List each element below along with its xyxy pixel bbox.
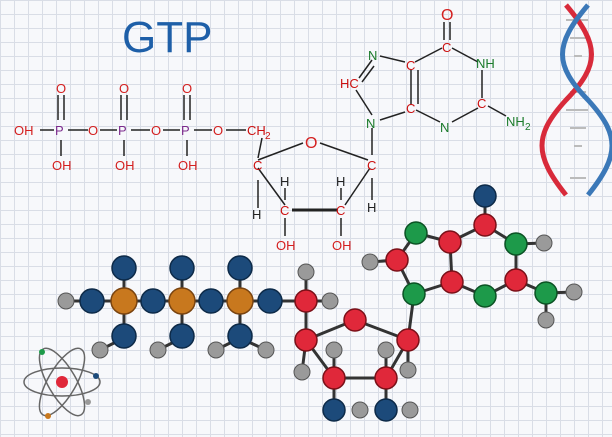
title: GTP [122,13,212,62]
atom-hydrogen [377,341,395,359]
atom-nitrogen [402,282,426,306]
hc8-label: HC [340,76,359,91]
atom-hydrogen [565,283,583,301]
atom-hydrogen [535,234,553,252]
phosphate-2-oxygen-label: O [119,81,129,96]
atom-oxygen-dark [257,288,283,314]
atom-hydrogen [537,311,555,329]
atom-hydrogen [361,253,379,271]
atom-nitrogen [473,284,497,308]
atom-hydrogen [399,361,417,379]
phosphate-1-oxygen-label: O [56,81,66,96]
phosphate-2-oh-label: OH [115,158,135,173]
ch2-label: CH [247,123,266,138]
h-label-1: H [252,207,261,222]
nh2-label: NH [506,114,525,129]
phosphate-3-oh-label: OH [178,158,198,173]
formula-bonds [40,22,507,236]
atom-hydrogen [297,263,315,281]
atom-hydrogen [325,341,343,359]
atom-hydrogen [351,401,369,419]
atom-oxygen-dark [473,184,497,208]
atom-hydrogen [293,363,311,381]
c4-label: C [406,101,415,116]
atom-oxygen-dark [169,255,195,281]
atom-oxygen-dark [322,398,346,422]
ch2-subscript: 2 [265,131,271,142]
n3-label: N [440,120,449,135]
phosphorus-3-label: P [181,123,190,138]
c6-label: C [442,40,451,55]
carbonyl-oxygen-label: O [441,7,453,24]
phosphorus-2-label: P [118,123,127,138]
h-label-3: H [336,174,345,189]
phosphate-1-oh-label: OH [52,158,72,173]
atom-phosphorus [110,287,138,315]
c2-label: C [477,96,486,111]
atom-red [294,289,318,313]
atom-hydrogen [149,341,167,359]
atom-phosphorus [168,287,196,315]
atom-oxygen-dark [227,323,253,349]
atom-red [294,328,318,352]
atom-red [473,213,497,237]
nh2-subscript: 2 [525,122,531,133]
atom-hydrogen [91,341,109,359]
atom-red [385,248,409,272]
sugar-oh-3-label: OH [276,238,296,253]
atom-red [438,230,462,254]
atom-nitrogen [534,281,558,305]
bridge-oxygen-2-label: O [151,123,161,138]
atom-hydrogen [57,292,75,310]
atom-red [504,268,528,292]
c5-label: C [406,58,415,73]
atom-hydrogen [257,341,275,359]
n9-label: N [366,116,375,131]
atom-red [440,270,464,294]
atom-red [343,308,367,332]
atom-hydrogen [321,292,339,310]
ring-carbon-2-label: C [336,203,345,218]
atom-oxygen-dark [227,255,253,281]
phosphorus-1-label: P [55,123,64,138]
ring-carbon-4-label: C [253,158,262,173]
bridge-oxygen-3-label: O [213,123,223,138]
phosphate-3-oxygen-label: O [182,81,192,96]
ring-oxygen-label: O [305,135,317,152]
n1h-label: NH [476,56,495,71]
h-label-2: H [280,174,289,189]
n7-label: N [368,48,377,63]
atom-red [374,366,398,390]
atom-oxygen-dark [198,288,224,314]
sugar-oh-2-label: OH [332,238,352,253]
bridge-oxygen-1-label: O [88,123,98,138]
atom-red [322,366,346,390]
atom-hydrogen [207,341,225,359]
h-label-4: H [367,200,376,215]
atom-oxygen-dark [111,323,137,349]
atom-nitrogen [504,232,528,256]
atom-oxygen-dark [374,398,398,422]
atom-oxygen-dark [111,255,137,281]
ring-carbon-1-label: C [367,158,376,173]
atom-nitrogen [404,221,428,245]
atom-oxygen-dark [169,323,195,349]
atom-hydrogen [401,401,419,419]
ball-stick-atoms [57,184,583,422]
left-oh-label: OH [14,123,34,138]
atom-oxygen-dark [140,288,166,314]
atom-red [396,328,420,352]
ring-carbon-3-label: C [280,203,289,218]
formula-labels: OH P P P O O O O O O OH OH OH CH 2 O C C… [14,7,531,253]
atom-icon [23,347,101,419]
atom-phosphorus [226,287,254,315]
atom-oxygen-dark [79,288,105,314]
dna-icon [539,3,612,197]
